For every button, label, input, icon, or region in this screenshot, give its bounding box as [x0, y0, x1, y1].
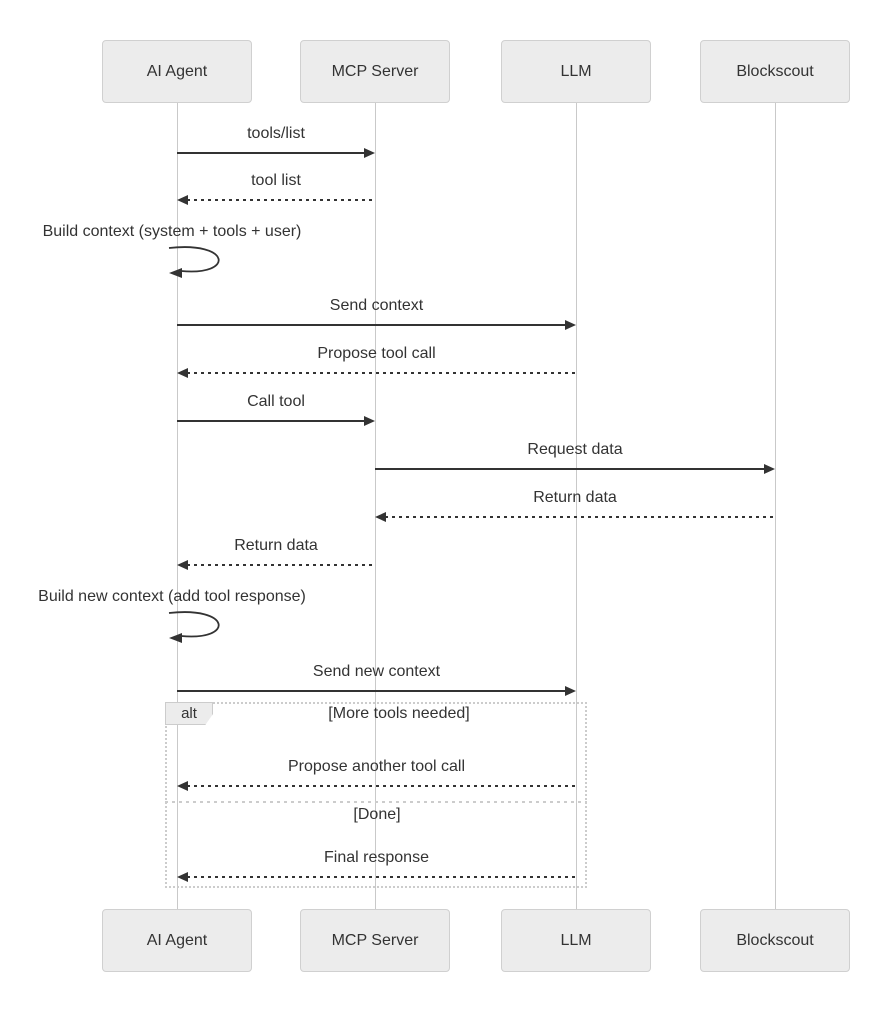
participant-label: LLM	[560, 931, 592, 949]
message-label: tools/list	[247, 125, 305, 142]
lifeline-mcp-server	[374, 103, 376, 909]
participant-label: Blockscout	[736, 62, 814, 80]
participant-bottom-ai-agent: AI Agent	[102, 909, 252, 972]
arrowhead-icon	[375, 512, 386, 522]
message-line	[177, 690, 566, 692]
participant-label: Blockscout	[736, 931, 814, 949]
participant-label: AI Agent	[146, 62, 208, 80]
alt-section-label: [Done]	[353, 806, 401, 823]
arrowhead-icon	[764, 464, 775, 474]
participant-top-mcp-server: MCP Server	[300, 40, 450, 103]
arrowhead-icon	[565, 686, 576, 696]
message-label: Final response	[324, 849, 429, 866]
arrowhead-icon	[177, 195, 188, 205]
arrowhead-icon	[177, 781, 188, 791]
message-label: Call tool	[247, 393, 305, 410]
message-label: Send new context	[312, 663, 441, 680]
message-line	[187, 372, 576, 374]
message-label: Return data	[533, 489, 617, 506]
message-line	[177, 324, 566, 326]
message-line	[187, 876, 576, 878]
alt-section-divider	[165, 801, 587, 803]
participant-label: MCP Server	[331, 931, 419, 949]
arrowhead-icon	[364, 416, 375, 426]
message-line	[385, 516, 775, 518]
participant-label: MCP Server	[331, 62, 419, 80]
message-label: Build context (system + tools + user)	[42, 223, 302, 240]
message-label: tool list	[251, 172, 301, 189]
participant-label: AI Agent	[146, 931, 208, 949]
lifeline-llm	[575, 103, 577, 909]
self-loop-arrow	[168, 611, 220, 643]
message-label: Propose tool call	[317, 345, 436, 362]
participant-label: LLM	[560, 62, 592, 80]
arrowhead-icon	[177, 368, 188, 378]
message-label: Send context	[329, 297, 424, 314]
alt-section-label: [More tools needed]	[328, 705, 470, 722]
lifeline-blockscout	[774, 103, 776, 909]
message-line	[375, 468, 765, 470]
lifeline-ai-agent	[176, 103, 178, 909]
alt-frame	[165, 702, 587, 888]
message-label: Build new context (add tool response)	[38, 588, 306, 605]
message-line	[187, 785, 576, 787]
message-line	[187, 564, 375, 566]
participant-top-llm: LLM	[501, 40, 651, 103]
participant-bottom-mcp-server: MCP Server	[300, 909, 450, 972]
message-line	[177, 152, 365, 154]
participant-bottom-blockscout: Blockscout	[700, 909, 850, 972]
arrowhead-icon	[177, 560, 188, 570]
message-label: Request data	[527, 441, 623, 458]
message-label: Return data	[234, 537, 318, 554]
arrowhead-icon	[177, 872, 188, 882]
message-line	[177, 420, 365, 422]
self-loop-arrow	[168, 246, 220, 278]
arrowhead-icon	[364, 148, 375, 158]
participant-bottom-llm: LLM	[501, 909, 651, 972]
arrowhead-icon	[565, 320, 576, 330]
participant-top-blockscout: Blockscout	[700, 40, 850, 103]
message-line	[187, 199, 375, 201]
message-label: Propose another tool call	[288, 758, 465, 775]
alt-frame-tag: alt	[165, 702, 213, 725]
participant-top-ai-agent: AI Agent	[102, 40, 252, 103]
